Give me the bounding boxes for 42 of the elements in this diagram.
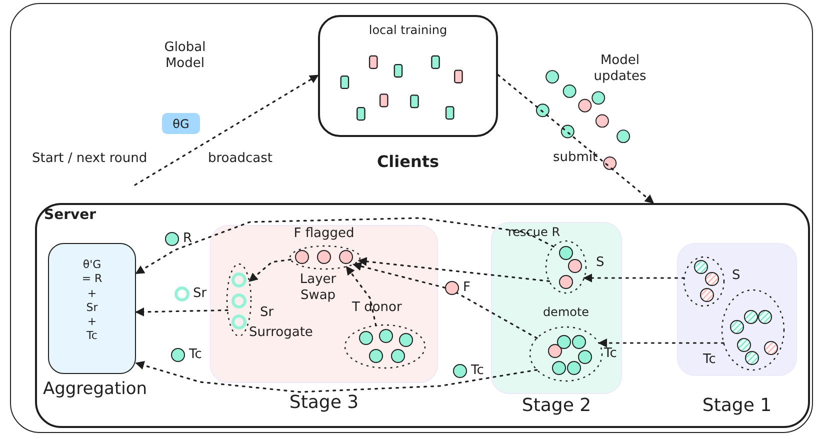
panel-caption: Aggregation (42, 379, 148, 400)
edge-label: R (183, 231, 192, 247)
text-label: Model updates (592, 53, 648, 84)
edge-label: Tc (189, 347, 202, 363)
edge-label: Sr (193, 286, 207, 302)
text-label: Global Model (163, 40, 207, 72)
stage-caption: Stage 2 (520, 395, 592, 417)
arrow (135, 361, 538, 393)
arrow (497, 74, 654, 204)
cluster-label: demote (542, 305, 590, 320)
parameter-tag: θG (162, 113, 200, 134)
arrow (248, 258, 292, 282)
server-box (35, 203, 810, 428)
edge-label: F (463, 280, 470, 296)
stage-caption: Stage 1 (701, 395, 773, 417)
arrow (583, 274, 685, 282)
formula-text: θ'G = R + Sr + Tc (81, 258, 103, 344)
arrow (135, 307, 228, 316)
cluster-label: Sr (260, 305, 274, 321)
edge-label: submit (553, 150, 598, 166)
cluster-label: F flagged (292, 226, 356, 242)
arrow (352, 262, 538, 339)
panel-title: Server (44, 207, 96, 224)
cluster-label: rescue R (508, 225, 560, 240)
group-title: Clients (376, 152, 440, 172)
text-label: Start / next round (32, 151, 148, 167)
edge-label: broadcast (208, 151, 272, 167)
arrow (358, 257, 550, 282)
text-label: Tc (471, 363, 484, 379)
cluster-label: Surrogate (249, 325, 313, 341)
arrow (346, 266, 377, 326)
edge-label: Tc (604, 346, 617, 362)
text-label: Layer Swap (298, 272, 338, 304)
panel-title: local training (368, 23, 448, 38)
edge-label: S (596, 255, 604, 271)
cluster-label: Tc (703, 352, 716, 368)
cluster-label: T donor (352, 300, 402, 316)
arrow (598, 338, 724, 348)
stage-caption: Stage 3 (288, 392, 360, 414)
arrow (134, 74, 319, 186)
arrow (135, 217, 554, 274)
cluster-label: S (732, 268, 740, 284)
